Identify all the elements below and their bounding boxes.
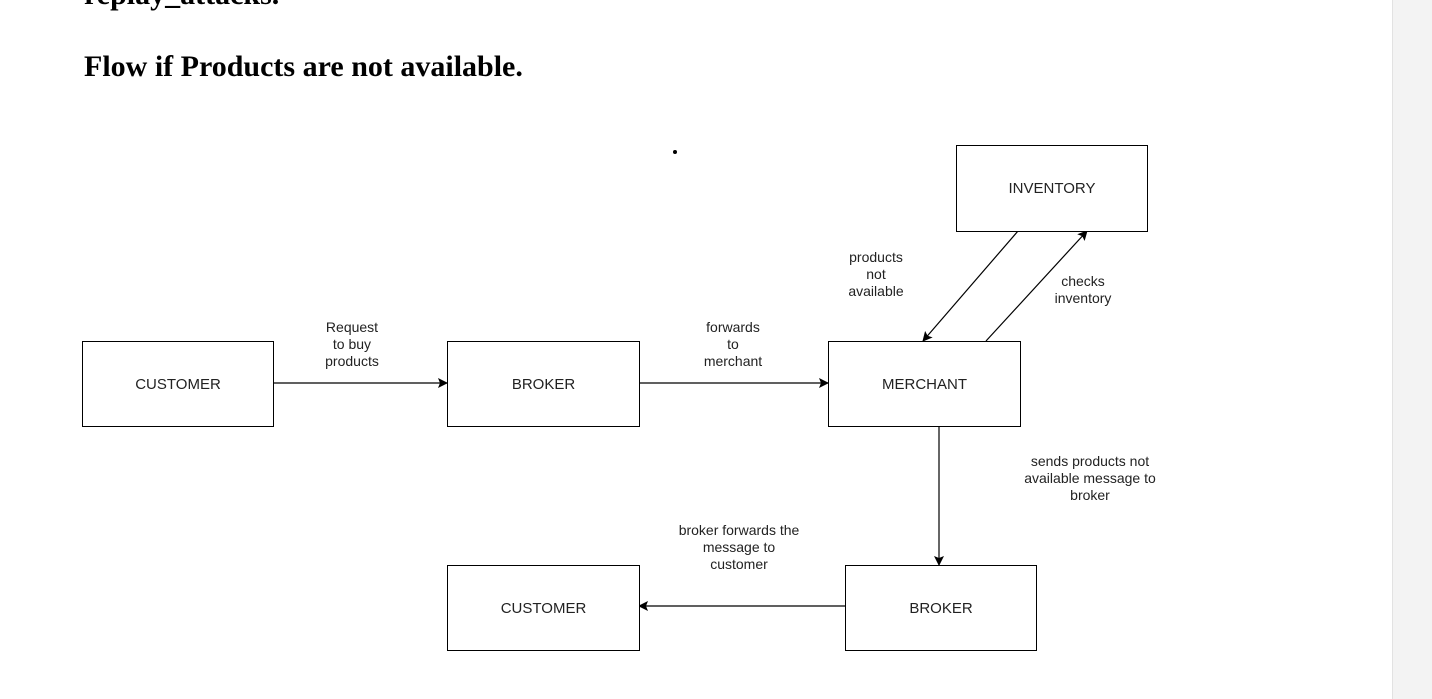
edge-inventory-to-merchant bbox=[922, 230, 1019, 342]
broker-node-bottom: BROKER bbox=[845, 565, 1037, 651]
section-heading: Flow if Products are not available. bbox=[84, 50, 523, 83]
customer-node: CUSTOMER bbox=[82, 341, 274, 427]
customer-node-bottom: CUSTOMER bbox=[447, 565, 640, 651]
stray-dot bbox=[673, 150, 677, 154]
broker-node: BROKER bbox=[447, 341, 640, 427]
flow-diagram-connectors bbox=[273, 230, 1088, 611]
right-side-panel bbox=[1392, 0, 1432, 699]
edge-label-forwards-to-merchant: forwards to merchant bbox=[703, 319, 763, 369]
edge-label-products-not-available: products not available bbox=[848, 249, 904, 299]
merchant-node: MERCHANT bbox=[828, 341, 1021, 427]
edge-label-checks-inventory: checks inventory bbox=[1054, 273, 1112, 306]
edge-label-sends-message-to-broker: sends products not available message to … bbox=[1024, 453, 1156, 503]
edge-merchant-to-inventory bbox=[985, 230, 1088, 342]
previous-line-fragment: replay_attacks. bbox=[84, 0, 279, 12]
document-page: replay_attacks. Flow if Products are not… bbox=[82, 0, 1156, 651]
edge-label-request-to-buy: Request to buy products bbox=[325, 319, 379, 369]
inventory-node: INVENTORY bbox=[956, 145, 1148, 232]
edge-label-broker-forwards-message: broker forwards the message to customer bbox=[678, 522, 800, 572]
